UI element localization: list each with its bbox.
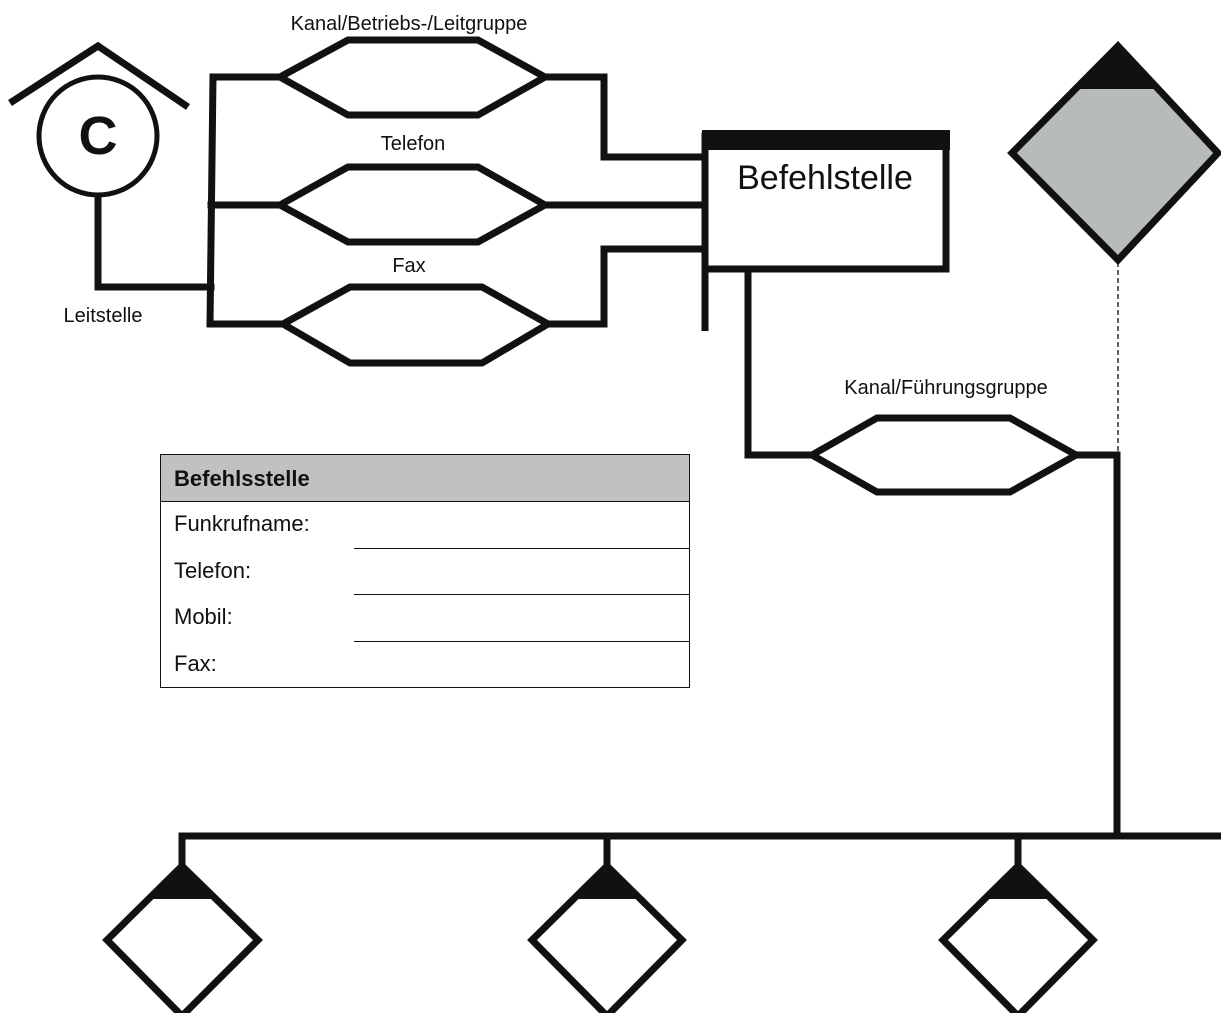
control-center-roof	[8, 41, 190, 110]
diagram-labels: Kanal/Betriebs-/Leitgruppe Telefon Fax L…	[64, 13, 1048, 399]
subordinate-unit-3	[938, 861, 1098, 1013]
info-row-mobile: Mobil:	[161, 595, 689, 642]
channel-command-hexagon	[804, 414, 1084, 496]
info-row-radio-callsign: Funkrufname:	[161, 502, 689, 549]
subordinate-unit-2	[527, 861, 687, 1013]
top-right-unit	[1007, 40, 1221, 266]
telephone-hexagon	[272, 163, 553, 246]
telephone-field-label: Telefon:	[174, 557, 252, 583]
subordinate-unit-2-diamond	[527, 861, 687, 1013]
control-center-label: Leitstelle	[64, 305, 143, 327]
info-row-telephone: Telefon:	[161, 549, 689, 595]
channel-command-label: Kanal/Führungsgruppe	[844, 377, 1047, 399]
line-channel-command-to-trunk	[1072, 451, 1121, 840]
subordinate-units	[102, 861, 1098, 1013]
info-row-fax: Fax:	[161, 642, 689, 689]
telephone-field[interactable]	[354, 594, 689, 595]
fax-hexagon	[275, 283, 556, 367]
control-center-symbol: C	[8, 41, 190, 198]
channel-ops-label: Kanal/Betriebs-/Leitgruppe	[291, 13, 528, 35]
line-channel-ops-to-post	[541, 73, 709, 161]
subordinate-unit-1-cap	[150, 866, 214, 899]
subordinate-unit-3-diamond	[938, 861, 1098, 1013]
radio-callsign-field[interactable]	[354, 547, 689, 549]
control-center-letter: C	[79, 106, 118, 166]
radio-callsign-label: Funkrufname:	[174, 511, 310, 536]
command-post-info-table: Befehlsstelle Funkrufname: Telefon: Mobi…	[160, 454, 690, 688]
mobile-field[interactable]	[354, 640, 689, 642]
subordinate-unit-1	[102, 861, 263, 1013]
mobile-field-label: Mobil:	[174, 604, 233, 629]
fax-field-label: Fax:	[174, 650, 217, 676]
connection-lines	[94, 73, 1221, 870]
fax-label: Fax	[392, 255, 425, 277]
telephone-label: Telefon	[381, 133, 446, 155]
line-fax-to-post	[544, 245, 709, 328]
left-bus	[206, 73, 217, 328]
line-control-to-bus	[94, 193, 215, 291]
top-right-unit-diamond	[1007, 40, 1221, 266]
line-post-to-channel-command	[744, 266, 816, 459]
channel-ops-hexagon	[272, 36, 553, 119]
subordinate-unit-1-diamond	[102, 861, 263, 1013]
info-table-title: Befehlsstelle	[161, 455, 689, 502]
command-post-top-bar	[702, 130, 950, 150]
command-post-box	[701, 132, 950, 273]
channel-hexagons	[272, 36, 1084, 496]
command-post-label: Befehlstelle	[737, 159, 913, 197]
top-right-unit-cap	[1078, 46, 1158, 89]
subordinate-unit-2-cap	[574, 866, 640, 899]
subordinate-unit-3-cap	[985, 866, 1051, 899]
command-post-symbol: Befehlstelle	[701, 130, 950, 331]
